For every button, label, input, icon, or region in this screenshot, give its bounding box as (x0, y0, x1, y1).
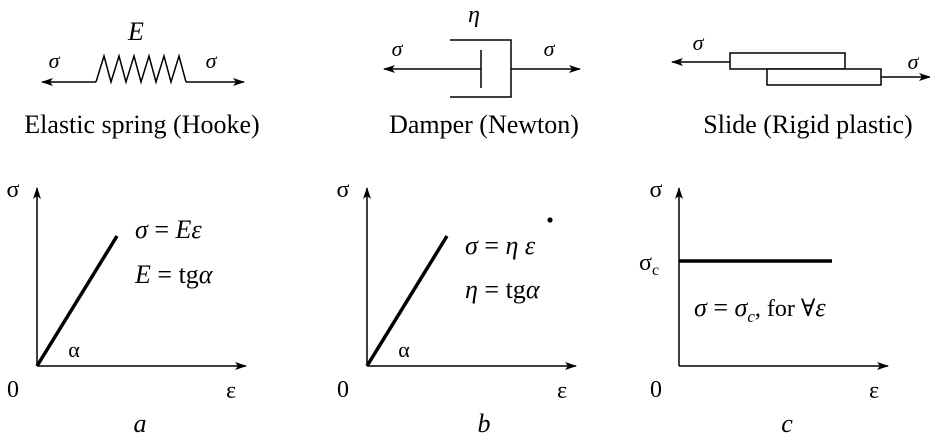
graph-c-eq-tail-var: ε (815, 293, 826, 322)
graph-b-eq1-rhs-b: ε (525, 231, 536, 260)
damper-stress-right: σ (544, 36, 556, 61)
graph-b-x-label: ε (557, 378, 567, 404)
graph-b-eq2-var: α (526, 275, 541, 304)
graph-b: σ ε 0 α σ = η ε η = tgα b (337, 177, 577, 437)
graph-b-equation-1: σ = η ε (465, 231, 536, 260)
graph-b-angle-label: α (398, 337, 410, 362)
spring-model: E σ σ Elastic spring (Hooke) (24, 17, 259, 139)
spring-caption: Elastic spring (Hooke) (24, 110, 259, 139)
graph-c-ytick-sub: c (652, 262, 659, 279)
graph-a-x-label: ε (226, 378, 236, 404)
graph-c-x-label: ε (869, 378, 879, 404)
graph-c-equation: σ = σc, for ∀ε (694, 293, 826, 326)
graph-c-y-label: σ (650, 177, 663, 203)
graph-b-eq2-fn: tg (506, 275, 526, 304)
graph-a-panel-label: a (134, 409, 147, 437)
graph-c-ytick-base: σ (639, 250, 652, 276)
spring-stress-right: σ (206, 48, 218, 73)
graph-b-origin-label: 0 (337, 377, 349, 403)
slide-stress-right: σ (908, 49, 920, 74)
graph-a-equation-1: σ = Eε (135, 215, 202, 244)
damper-model: η σ σ Damper (Newton) (383, 2, 581, 139)
graph-b-y-label: σ (337, 177, 350, 203)
slide-stress-left: σ (693, 30, 705, 55)
graph-b-eq2-lhs: η (465, 275, 478, 304)
graph-c-eq-rhs-base: σ (735, 293, 749, 322)
graph-a-eq2-fn: tg (179, 260, 199, 289)
graph-b-eq1-rhs-a: η (506, 231, 519, 260)
graph-c-eq-lhs: σ (694, 293, 708, 322)
damper-param-label: η (468, 2, 480, 28)
slide-upper-block (729, 52, 846, 70)
graph-b-eq1-lhs: σ (465, 231, 479, 260)
graph-a-angle-label: α (68, 337, 80, 362)
graph-c-eq-tail: , for ∀ (755, 296, 816, 322)
graph-b-rate-dot (547, 217, 553, 223)
graph-c: σ ε 0 σc σ = σc, for ∀ε c (639, 177, 889, 437)
graph-a-eq2-var: α (199, 260, 214, 289)
graph-c-origin-label: 0 (650, 377, 662, 403)
graph-a-eq1-lhs: σ (135, 215, 149, 244)
slide-model: σ σ Slide (Rigid plastic) (671, 30, 930, 139)
damper-caption: Damper (Newton) (389, 110, 579, 139)
graph-a-equation-2: E = tgα (134, 260, 214, 289)
graph-c-panel-label: c (781, 409, 793, 437)
graph-a: σ ε 0 α σ = Eε E = tgα a (7, 177, 247, 437)
spring-stress-left: σ (49, 48, 61, 73)
graph-a-y-label: σ (7, 177, 20, 203)
spring-zigzag (95, 53, 187, 85)
graph-b-equation-2: η = tgα (465, 275, 541, 304)
graph-b-panel-label: b (478, 409, 491, 437)
damper-stress-left: σ (392, 36, 404, 61)
slide-caption: Slide (Rigid plastic) (703, 110, 912, 139)
slide-lower-block (766, 68, 882, 86)
graph-a-origin-label: 0 (7, 377, 19, 403)
graph-a-eq2-lhs: E (134, 260, 151, 289)
graph-a-curve (35, 235, 119, 367)
spring-param-label: E (127, 17, 144, 46)
graph-a-eq1-rhs: Eε (175, 215, 203, 244)
graph-b-curve (365, 235, 449, 367)
graph-c-y-tick-label: σc (639, 250, 659, 279)
graph-c-eq-rhs-sub: c (747, 307, 755, 326)
